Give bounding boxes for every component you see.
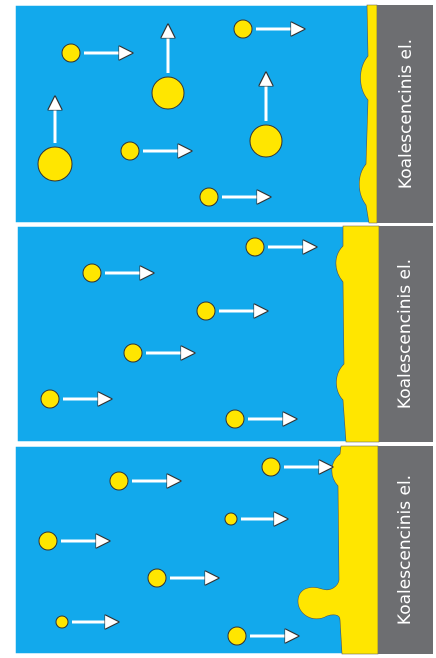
droplet <box>55 615 69 629</box>
droplet <box>151 76 185 110</box>
panel-3-electrode-label: Koalescencinis el. <box>395 475 415 625</box>
droplet <box>196 301 216 321</box>
panel-1-arrows <box>55 28 301 197</box>
droplet <box>109 471 129 491</box>
panel-3: Koalescencinis el. <box>14 445 434 655</box>
panel-2-arrows <box>63 247 313 419</box>
droplet <box>245 237 265 257</box>
droplet <box>261 457 281 477</box>
panel-2-electrode-label: Koalescencinis el. <box>395 259 415 409</box>
droplet <box>224 512 238 526</box>
panel-3-droplets <box>38 457 281 646</box>
droplet <box>227 626 247 646</box>
panel-2-droplets <box>40 237 265 429</box>
droplet <box>147 568 167 588</box>
droplet <box>233 19 253 39</box>
panel-2-electrode <box>379 226 433 442</box>
droplet <box>38 531 58 551</box>
droplet <box>120 141 140 161</box>
droplet <box>199 187 219 207</box>
panel-1-electrode-label: Koalescencinis el. <box>396 39 416 189</box>
droplet <box>61 43 81 63</box>
droplet <box>40 389 60 409</box>
droplet <box>225 409 245 429</box>
panel-1-oil-layer <box>358 4 378 224</box>
panel-1: Koalescencinis el. <box>14 4 434 224</box>
panel-3-oil-layer <box>297 445 379 655</box>
panel-2: Koalescencinis el. <box>16 225 434 443</box>
droplet <box>249 124 283 158</box>
droplet <box>82 263 102 283</box>
panel-3-arrows <box>61 467 329 636</box>
panel-1-electrode <box>377 5 433 223</box>
panel-2-oil-layer <box>335 225 380 443</box>
droplet <box>123 343 143 363</box>
droplet <box>37 146 73 182</box>
panel-3-electrode <box>378 446 433 654</box>
panel-1-droplets <box>37 19 283 207</box>
